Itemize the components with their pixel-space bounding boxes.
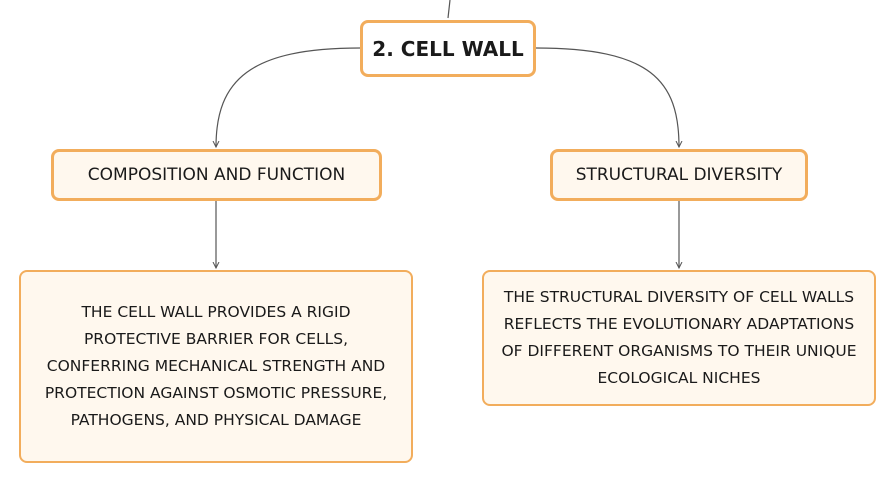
branch-node-composition-and-function[interactable]: COMPOSITION AND FUNCTION — [51, 149, 382, 201]
branch-node-label: STRUCTURAL DIVERSITY — [575, 165, 783, 185]
detail-node-diversity[interactable]: THE STRUCTURAL DIVERSITY OF CELL WALLS R… — [482, 270, 876, 406]
root-node-label: 2. CELL WALL — [372, 36, 524, 61]
detail-node-text: THE STRUCTURAL DIVERSITY OF CELL WALLS R… — [501, 288, 857, 387]
branch-node-structural-diversity[interactable]: STRUCTURAL DIVERSITY — [550, 149, 808, 201]
connector-incoming — [447, 0, 451, 19]
connector-root-to-composition — [216, 47, 361, 147]
branch-node-label: COMPOSITION AND FUNCTION — [87, 165, 346, 185]
detail-node-text: THE CELL WALL PROVIDES A RIGID PROTECTIV… — [44, 303, 388, 429]
root-node-cell-wall[interactable]: 2. CELL WALL — [360, 20, 536, 77]
connector-root-to-diversity — [535, 47, 679, 147]
detail-node-composition[interactable]: THE CELL WALL PROVIDES A RIGID PROTECTIV… — [19, 270, 413, 463]
